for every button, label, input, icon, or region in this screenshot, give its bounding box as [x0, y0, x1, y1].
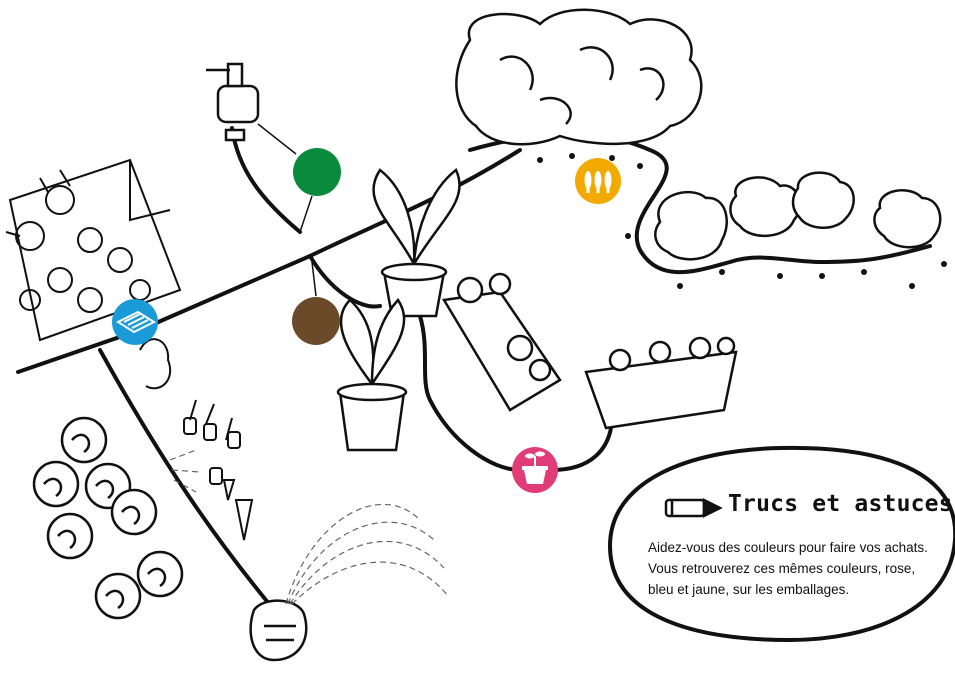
tips-line: bleu et jaune, sur les emballages. — [648, 579, 948, 600]
tips-text: Aidez-vous des couleurs pour faire vos a… — [648, 537, 948, 600]
blue-marker — [112, 299, 158, 345]
tips-line: Vous retrouverez ces mêmes couleurs, ros… — [648, 558, 948, 579]
window-boxes — [444, 274, 736, 428]
sprinkler — [251, 601, 307, 660]
brown-marker — [292, 297, 340, 345]
green-marker — [293, 148, 341, 196]
potted-plants — [338, 170, 460, 450]
yellow-marker — [575, 158, 621, 204]
marker-leaders — [258, 124, 316, 296]
tips-line: Aidez-vous des couleurs pour faire vos a… — [648, 537, 948, 558]
lettuces — [34, 418, 182, 618]
hedge — [456, 10, 701, 145]
pink-marker — [512, 447, 558, 493]
shrubs — [655, 173, 940, 260]
hedge-icon — [585, 171, 612, 193]
tips-title: Trucs et astuces — [728, 491, 953, 517]
